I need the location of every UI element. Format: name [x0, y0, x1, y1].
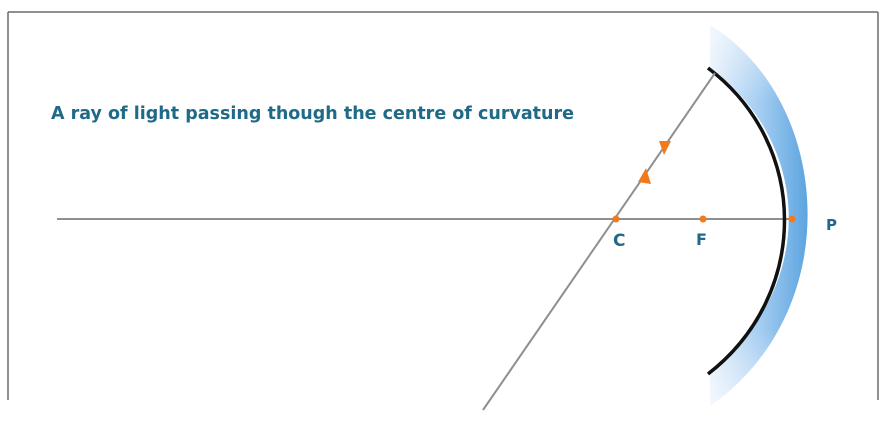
light-ray — [482, 72, 716, 411]
diagram-caption: A ray of light passing though the centre… — [51, 104, 574, 124]
point-c-label: C — [613, 231, 625, 251]
point-f-marker — [699, 215, 707, 223]
mirror-glass-highlight — [710, 25, 808, 406]
point-p-marker — [788, 215, 796, 223]
point-p-label: P — [826, 216, 837, 234]
point-f-label: F — [696, 230, 707, 249]
mirror-reflecting-surface — [706, 66, 787, 376]
ray-arrow-incident-icon — [638, 168, 651, 184]
ray-arrow-reflected-icon — [659, 141, 671, 155]
point-c-marker — [612, 215, 620, 223]
